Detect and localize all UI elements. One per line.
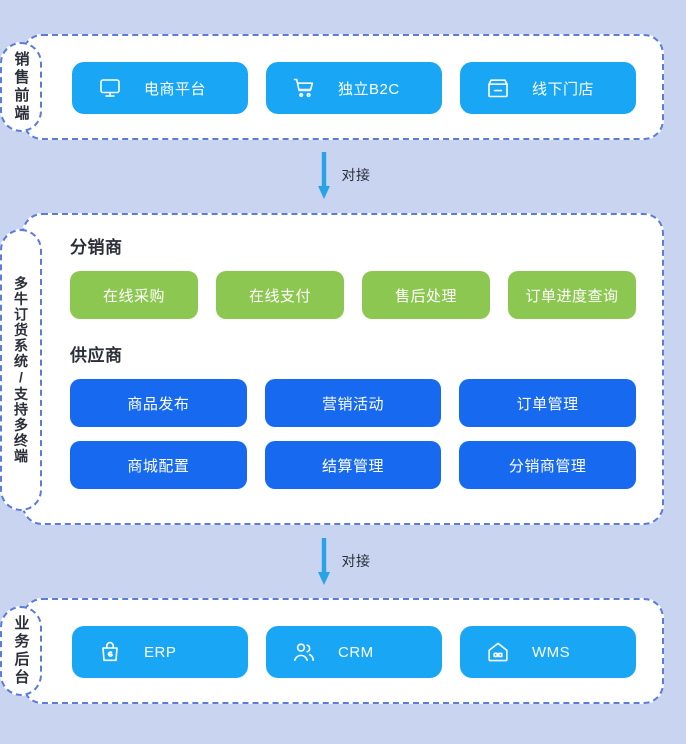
chip-mall-configuration[interactable]: 商城配置 xyxy=(70,441,247,489)
section-sales-frontend: 销售前端 电商平台 xyxy=(0,34,664,140)
shopping-bag-icon xyxy=(98,640,122,664)
monitor-icon xyxy=(98,76,122,100)
item-independent-b2c[interactable]: 独立B2C xyxy=(266,62,442,114)
supplier-items-row-2: 商城配置 结算管理 分销商管理 xyxy=(70,441,637,489)
chip-online-payment[interactable]: 在线支付 xyxy=(216,271,344,319)
group-title-supplier: 供应商 xyxy=(70,346,123,365)
chip-order-management[interactable]: 订单管理 xyxy=(459,379,637,427)
chip-order-progress-query[interactable]: 订单进度查询 xyxy=(508,271,636,319)
item-label: WMS xyxy=(532,643,571,661)
section-back-office: 业务后台 ERP xyxy=(0,598,664,704)
section-label-text: 销售前端 xyxy=(12,51,30,123)
section-label-back-office: 业务后台 xyxy=(0,606,42,696)
group-title-distributor: 分销商 xyxy=(70,238,123,257)
chip-online-purchase[interactable]: 在线采购 xyxy=(70,271,198,319)
back-office-items: ERP CRM xyxy=(72,626,636,678)
supplier-items-row-1: 商品发布 营销活动 订单管理 xyxy=(70,379,637,427)
section-label-text: 业务后台 xyxy=(12,615,30,687)
item-label: ERP xyxy=(144,643,177,661)
arrow-down-icon xyxy=(316,538,332,588)
chip-after-sales[interactable]: 售后处理 xyxy=(362,271,490,319)
chip-distributor-management[interactable]: 分销商管理 xyxy=(459,441,637,489)
item-label: 独立B2C xyxy=(338,80,400,98)
storefront-icon xyxy=(486,76,510,100)
connector-caption: 对接 xyxy=(341,167,371,183)
users-icon xyxy=(292,640,316,664)
item-ecommerce-platform[interactable]: 电商平台 xyxy=(72,62,248,114)
sales-frontend-items: 电商平台 独立B2C xyxy=(72,62,636,114)
item-erp[interactable]: ERP xyxy=(72,626,248,678)
section-label-text: 多牛订货系统/支持多终端 xyxy=(13,276,29,464)
item-label: 线下门店 xyxy=(532,80,595,98)
section-label-ordering-system: 多牛订货系统/支持多终端 xyxy=(0,229,42,511)
item-offline-store[interactable]: 线下门店 xyxy=(460,62,636,114)
item-label: 电商平台 xyxy=(144,80,207,98)
connector-frontend-to-middle: 对接 xyxy=(0,152,686,202)
connector-caption: 对接 xyxy=(341,553,371,569)
chip-product-publish[interactable]: 商品发布 xyxy=(70,379,247,427)
item-crm[interactable]: CRM xyxy=(266,626,442,678)
chip-marketing-campaign[interactable]: 营销活动 xyxy=(264,379,442,427)
connector-middle-to-backoffice: 对接 xyxy=(0,538,686,588)
distributor-items: 在线采购 在线支付 售后处理 订单进度查询 xyxy=(70,271,636,319)
chip-settlement-management[interactable]: 结算管理 xyxy=(264,441,442,489)
section-ordering-system: 多牛订货系统/支持多终端 分销商 在线采购 在线支付 售后处理 订单进度查询 供… xyxy=(0,213,664,525)
item-label: CRM xyxy=(338,643,374,661)
ordering-system-content: 分销商 在线采购 在线支付 售后处理 订单进度查询 供应商 商品发布 营销活动 … xyxy=(70,233,637,507)
arrow-down-icon xyxy=(316,152,332,202)
shopping-cart-icon xyxy=(292,76,316,100)
section-label-sales-frontend: 销售前端 xyxy=(0,42,42,132)
item-wms[interactable]: WMS xyxy=(460,626,636,678)
warehouse-icon xyxy=(486,640,510,664)
